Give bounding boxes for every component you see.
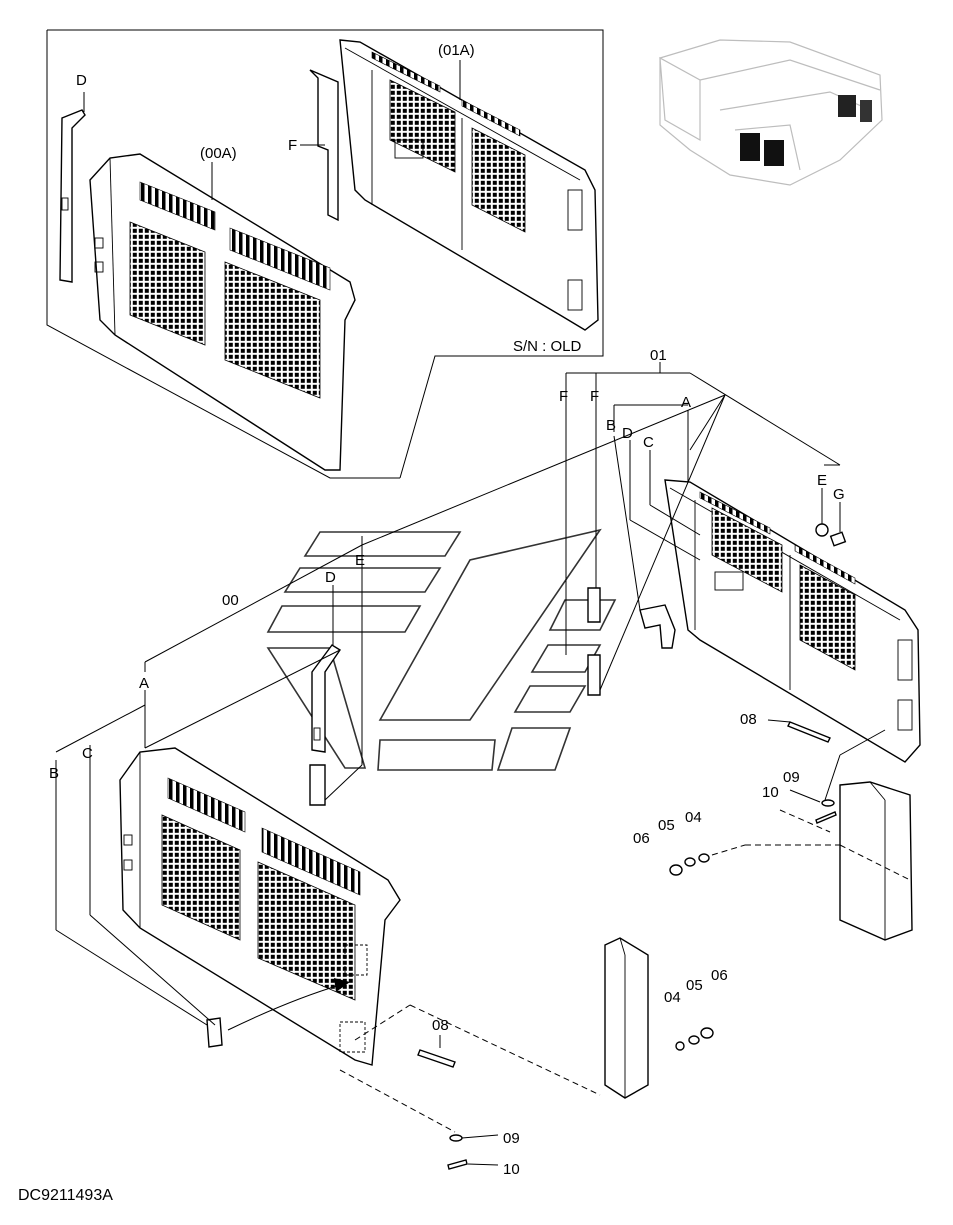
cover-clip-a — [206, 1017, 223, 1048]
inset-label-f: F — [288, 137, 297, 154]
washer-05-right — [684, 857, 696, 867]
pin-10-left — [447, 1159, 468, 1170]
mount-arrow-icon — [334, 978, 350, 992]
label-cover-a: A — [139, 675, 149, 692]
inset-label-d: D — [76, 72, 87, 89]
label-door-c: C — [643, 434, 654, 451]
pin-10-right — [815, 811, 837, 824]
side-cover — [119, 747, 401, 1066]
cover-group-tree — [55, 394, 726, 1026]
label-door-f1: F — [559, 388, 568, 405]
nut-06-right — [669, 864, 683, 876]
washer-04-left — [675, 1041, 685, 1051]
cover-seal-e — [309, 764, 326, 806]
label-04-right: 04 — [685, 809, 702, 826]
door-seal-f-lower — [587, 654, 601, 696]
inset-label-01a: (01A) — [438, 42, 475, 59]
label-cover-b: B — [49, 765, 59, 782]
hinge-pin-08-right — [787, 721, 831, 743]
label-door-f2: F — [590, 388, 599, 405]
washer-04-right — [698, 853, 710, 863]
hinge-pin-08-left — [417, 1049, 456, 1068]
label-05-right: 05 — [658, 817, 675, 834]
hinge-bracket-left — [604, 937, 649, 1099]
plate-g — [829, 531, 847, 547]
label-cover-d: D — [325, 569, 336, 586]
washer-09-right — [821, 799, 835, 807]
label-06-right: 06 — [633, 830, 650, 847]
label-door-g: G — [833, 486, 845, 503]
label-cover-e: E — [355, 552, 365, 569]
label-08-left: 08 — [432, 1017, 449, 1034]
door-panel — [664, 479, 921, 763]
label-04-left: 04 — [664, 989, 681, 1006]
label-cover-c: C — [82, 745, 93, 762]
old-door-panel — [339, 39, 599, 331]
serial-note: S/N : OLD — [513, 338, 582, 355]
label-00: 00 — [222, 592, 239, 609]
old-serial-inset — [46, 29, 604, 479]
label-09-left: 09 — [503, 1130, 520, 1147]
label-door-a: A — [681, 394, 691, 411]
washer-05-left — [688, 1035, 700, 1045]
label-10-right: 10 — [762, 784, 779, 801]
door-latch-d — [639, 604, 676, 649]
cover-seal-d — [311, 644, 341, 753]
label-door-b: B — [606, 417, 616, 434]
label-01: 01 — [650, 347, 667, 364]
nut-06-left — [700, 1027, 714, 1039]
hinge-bracket-right — [839, 781, 913, 941]
label-10-left: 10 — [503, 1161, 520, 1178]
bolt-e — [815, 523, 829, 537]
inset-label-00a: (00A) — [200, 145, 237, 162]
excavator-location-sketch — [659, 39, 883, 186]
hardware-right — [669, 719, 913, 941]
label-door-e: E — [817, 472, 827, 489]
label-05-left: 05 — [686, 977, 703, 994]
hardware-left — [339, 937, 714, 1170]
label-door-d: D — [622, 425, 633, 442]
washer-09-left — [449, 1134, 463, 1142]
label-09-right: 09 — [783, 769, 800, 786]
drawing-code: DC9211493A — [18, 1187, 113, 1204]
door-seal-f-upper — [587, 587, 601, 623]
old-seal-d — [59, 109, 86, 283]
label-06-left: 06 — [711, 967, 728, 984]
label-08-right: 08 — [740, 711, 757, 728]
door-group-tree — [565, 362, 841, 691]
old-side-cover — [89, 153, 356, 471]
